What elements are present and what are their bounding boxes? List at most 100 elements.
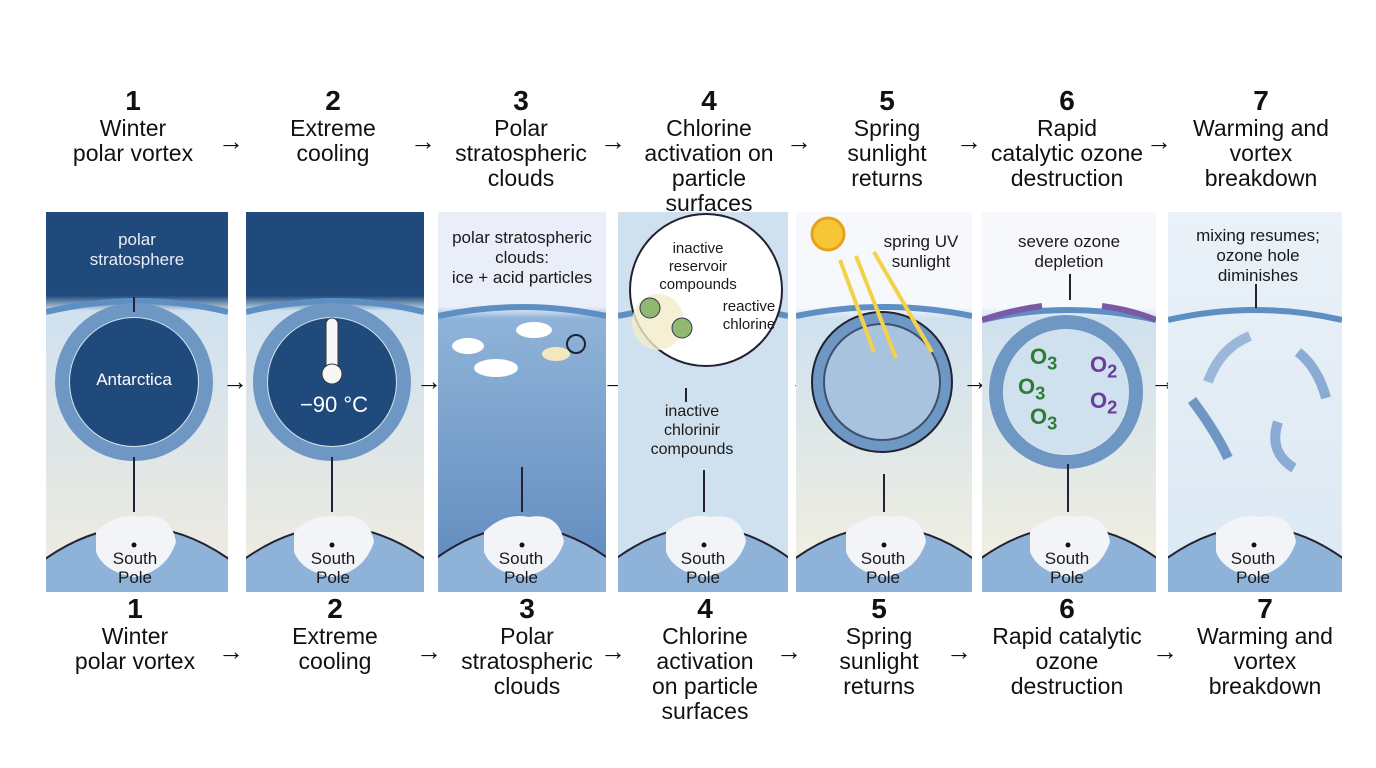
step-number: 6 — [1059, 593, 1075, 624]
south-pole-label: South Pole — [1044, 549, 1090, 587]
panel-1-graphic — [46, 212, 228, 592]
antarctica-label: Antarctica — [96, 370, 172, 389]
step-number: 1 — [125, 85, 141, 116]
panel-3-graphic — [438, 212, 606, 592]
panel-6-ozone-destruction: severe ozone depletion O3 O2 O3 O2 O3 So… — [982, 212, 1156, 592]
flow-arrow: → — [410, 126, 436, 156]
step-label: Spring sunlight returns — [847, 115, 927, 191]
panel-7-vortex-breakdown: mixing resumes; ozone hole diminishes So… — [1168, 212, 1342, 592]
oxygen-subscript: 2 — [1107, 396, 1118, 418]
panel-4-graphic — [618, 212, 788, 592]
step-label: Winter polar vortex — [74, 623, 196, 674]
ozone-subscript: 3 — [1047, 412, 1058, 434]
step-label: Polar stratospheric clouds — [455, 115, 587, 191]
step-label: Spring sunlight returns — [839, 623, 919, 699]
mixing-resumes-label: mixing resumes; ozone hole diminishes — [1196, 226, 1320, 285]
south-pole-label: South Pole — [112, 549, 158, 587]
step-label: Rapid catalytic ozone destruction — [992, 623, 1142, 699]
step-number: 4 — [701, 85, 717, 116]
temperature-readout: −90 °C — [299, 392, 369, 417]
ozone-subscript: 3 — [1035, 382, 1046, 404]
flow-arrow: → — [222, 366, 248, 396]
reactive-chlorine-label: reactive chlorine — [722, 298, 776, 333]
step-label: Warming and vortex breakdown — [1197, 623, 1333, 699]
step-label: Winter polar vortex — [72, 115, 194, 166]
step-number: 4 — [697, 593, 713, 624]
step-number: 3 — [519, 593, 535, 624]
flow-arrow: → — [218, 126, 244, 156]
step-number: 5 — [879, 85, 895, 116]
panel-5-graphic — [796, 212, 972, 592]
panel-7-graphic — [1168, 212, 1342, 592]
south-pole-label: South Pole — [310, 549, 356, 587]
step-number: 6 — [1059, 85, 1075, 116]
step-number: 3 — [513, 85, 529, 116]
oxygen-molecule: O2 — [1090, 352, 1117, 382]
panel-4-chlorine-activation: inactive reservoir compounds reactive ch… — [618, 212, 788, 592]
psc-label: polar stratospheric clouds: ice + acid p… — [451, 228, 593, 287]
panel-5-spring-sunlight: spring UV sunlight South Pole — [796, 212, 972, 592]
flow-arrow: → — [1146, 126, 1172, 156]
ozone-molecule: O3 — [1030, 344, 1057, 374]
step-number: 1 — [127, 593, 143, 624]
panel-2-extreme-cooling: −90 °C South Pole — [246, 212, 424, 592]
step-number: 2 — [325, 85, 341, 116]
panel-3-psc: polar stratospheric clouds: ice + acid p… — [438, 212, 606, 592]
step-label: Extreme cooling — [290, 115, 376, 166]
flow-arrow: → — [600, 636, 626, 666]
flow-arrow: → — [218, 636, 244, 666]
flow-arrow: → — [416, 636, 442, 666]
inactive-chlorine-label: inactive chlorinir compounds — [650, 403, 734, 458]
step-number: 7 — [1253, 85, 1269, 116]
step-label: Warming and vortex breakdown — [1193, 115, 1329, 191]
oxygen-subscript: 2 — [1107, 360, 1118, 382]
south-pole-label: South Pole — [860, 549, 906, 587]
flow-arrow: → — [600, 126, 626, 156]
ozone-subscript: 3 — [1047, 352, 1058, 374]
ozone-molecule: O3 — [1030, 404, 1057, 434]
flow-arrow: → — [416, 366, 442, 396]
south-pole-label: South Pole — [1230, 549, 1276, 587]
step-label: Rapid catalytic ozone destruction — [990, 115, 1144, 191]
uv-sunlight-label: spring UV sunlight — [883, 232, 959, 271]
ozone-symbol: O — [1030, 404, 1048, 429]
flow-arrow: → — [776, 636, 802, 666]
flow-arrow: → — [956, 126, 982, 156]
south-pole-label: South Pole — [680, 549, 726, 587]
south-pole-label: South Pole — [498, 549, 544, 587]
polar-stratosphere-label: polar stratosphere — [89, 230, 185, 269]
oxygen-symbol: O — [1090, 352, 1108, 377]
step-label: Chlorine activation on particle surfaces — [651, 623, 759, 724]
step-label: Chlorine activation on particle surfaces — [644, 115, 774, 216]
step-number: 5 — [871, 593, 887, 624]
panel-2-graphic — [246, 212, 424, 592]
reservoir-label: inactive reservoir compounds — [659, 240, 737, 293]
flow-arrow: → — [786, 126, 812, 156]
step-label: Extreme cooling — [292, 623, 378, 674]
ozone-symbol: O — [1030, 344, 1048, 369]
oxygen-molecule: O2 — [1090, 388, 1117, 418]
step-number: 7 — [1257, 593, 1273, 624]
step-label: Polar stratospheric clouds — [461, 623, 593, 699]
flow-arrow: → — [946, 636, 972, 666]
flow-arrow: → — [1152, 636, 1178, 666]
panel-6-graphic — [982, 212, 1156, 592]
step-number: 2 — [327, 593, 343, 624]
severe-depletion-label: severe ozone depletion — [1017, 232, 1121, 271]
